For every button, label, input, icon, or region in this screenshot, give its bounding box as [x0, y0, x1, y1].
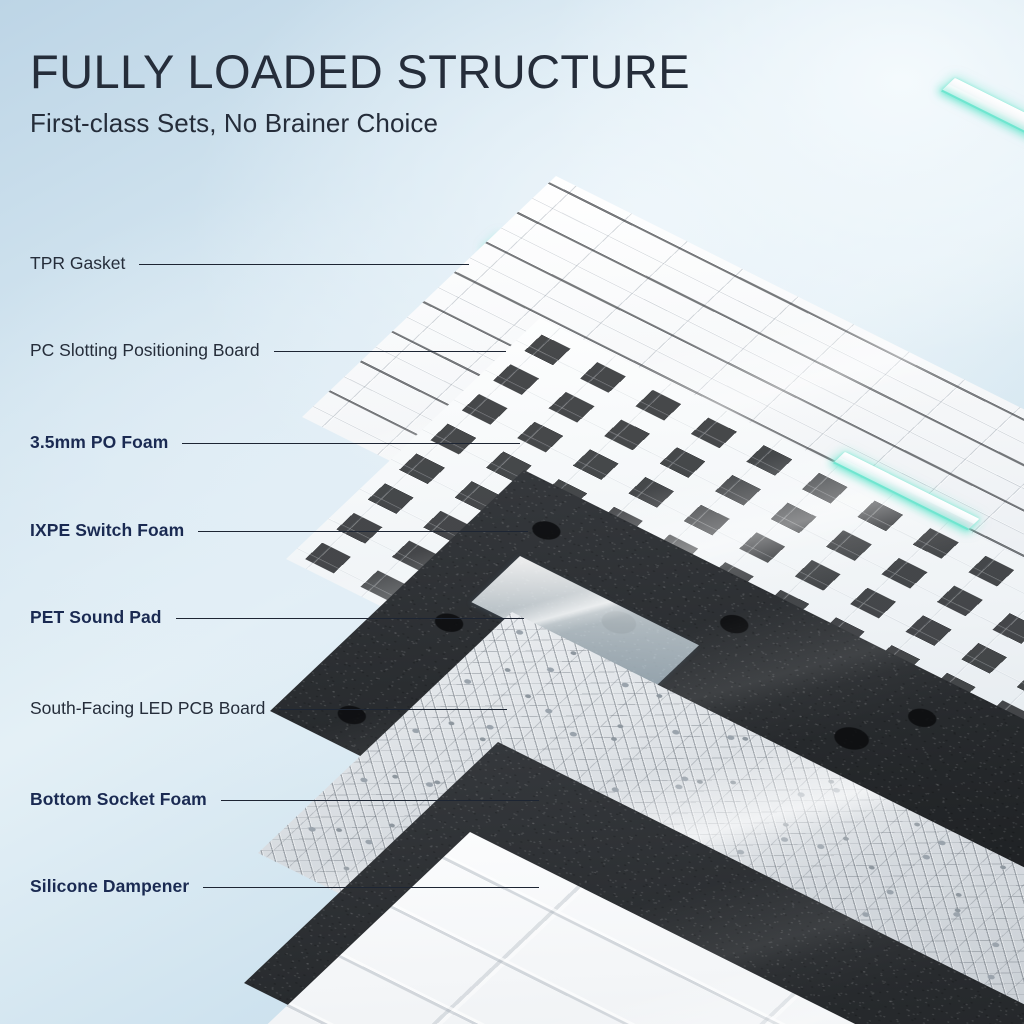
- callout-leader-line: [203, 886, 540, 888]
- callout-south-facing-led-pcb-board: South-Facing LED PCB Board: [30, 698, 508, 719]
- callout-leader-line: [139, 263, 470, 265]
- callout-leader-line: [273, 350, 506, 352]
- callout-leader-line: [175, 617, 524, 619]
- page-subtitle: First-class Sets, No Brainer Choice: [30, 108, 439, 138]
- callout-pc-slotting-positioning-board: PC Slotting Positioning Board: [30, 341, 506, 361]
- callout-label: Bottom Socket Foam: [30, 789, 207, 810]
- callout-pet-sound-pad: PET Sound Pad: [30, 608, 524, 628]
- callout-bottom-socket-foam: Bottom Socket Foam: [30, 790, 539, 810]
- header-block: FULLY LOADED STRUCTURE First-class Sets,…: [30, 48, 690, 139]
- callout-label: PC Slotting Positioning Board: [30, 340, 260, 361]
- tpr-gasket-bar-right: [940, 78, 1024, 177]
- callout-ixpe-switch-foam: IXPE Switch Foam: [30, 520, 529, 541]
- callout-label: 3.5mm PO Foam: [30, 432, 169, 453]
- callout-label: PET Sound Pad: [30, 607, 162, 628]
- callout-3-5mm-po-foam: 3.5mm PO Foam: [30, 432, 521, 453]
- callout-leader-line: [198, 530, 529, 532]
- callout-label: TPR Gasket: [30, 253, 126, 274]
- callout-label: South-Facing LED PCB Board: [30, 698, 266, 719]
- callout-leader-line: [220, 799, 539, 801]
- callout-silicone-dampener: Silicone Dampener: [30, 876, 540, 897]
- page-title: FULLY LOADED STRUCTURE: [30, 45, 690, 98]
- callout-tpr-gasket: TPR Gasket: [30, 253, 470, 274]
- callout-leader-line: [279, 708, 508, 710]
- callout-leader-line: [182, 442, 521, 444]
- callout-label: IXPE Switch Foam: [30, 520, 185, 541]
- callout-label: Silicone Dampener: [30, 876, 190, 897]
